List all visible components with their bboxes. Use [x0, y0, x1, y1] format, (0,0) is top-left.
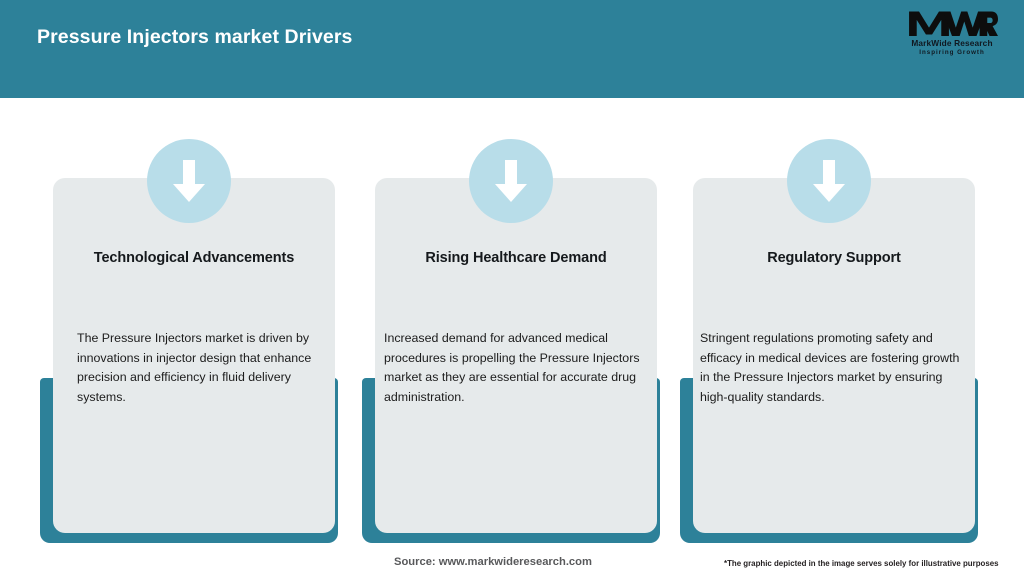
logo-tagline: Inspiring Growth — [919, 49, 985, 56]
arrow-down-icon — [147, 139, 231, 223]
card-title: Technological Advancements — [93, 250, 295, 266]
driver-card: Technological Advancements The Pressure … — [38, 139, 340, 544]
arrow-down-icon — [787, 139, 871, 223]
card-description: Increased demand for advanced medical pr… — [384, 331, 640, 404]
brand-logo: MarkWide Research Inspiring Growth — [894, 8, 1010, 60]
source-label: Source: www.markwideresearch.com — [394, 556, 592, 568]
driver-card: Rising Healthcare Demand Increased deman… — [360, 139, 662, 544]
page-title: Pressure Injectors market Drivers — [37, 26, 353, 48]
header-bar: Pressure Injectors market Drivers MarkWi… — [0, 0, 1024, 98]
card-description: Stringent regulations promoting safety a… — [700, 331, 960, 404]
card-panel — [375, 178, 657, 533]
card-title: Rising Healthcare Demand — [425, 250, 607, 266]
card-panel — [693, 178, 975, 533]
card-title: Regulatory Support — [767, 250, 901, 266]
card-description: The Pressure Injectors market is driven … — [77, 331, 312, 404]
driver-card: Regulatory Support Stringent regulations… — [678, 139, 980, 544]
mwr-logo-icon — [909, 11, 998, 37]
arrow-down-icon — [469, 139, 553, 223]
card-panel — [53, 178, 335, 533]
disclaimer-label: *The graphic depicted in the image serve… — [724, 559, 999, 568]
logo-company-name: MarkWide Research — [911, 38, 993, 48]
